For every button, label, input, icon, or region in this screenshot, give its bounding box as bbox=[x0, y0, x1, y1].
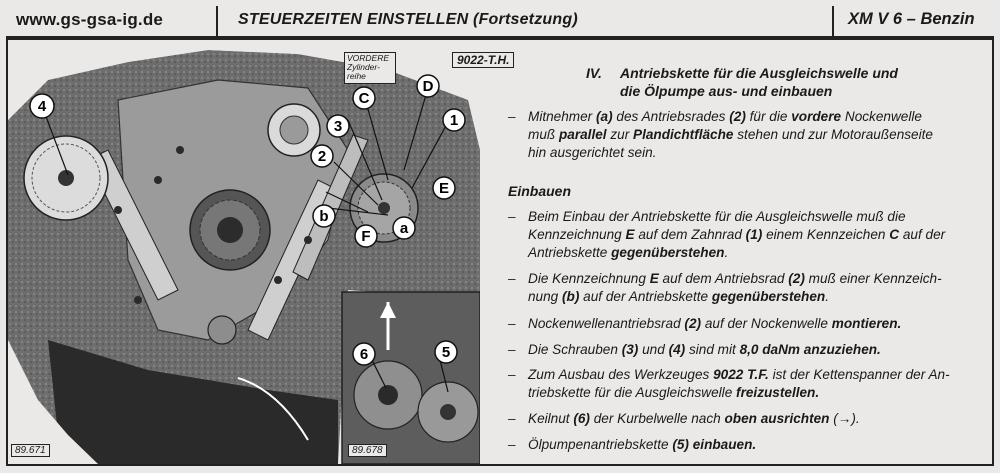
engine-illustration: 4 3 2 1 b F a C D E 6 bbox=[8, 40, 481, 465]
intro-line-3: hin ausgerichtet sein. bbox=[528, 145, 657, 160]
callout-b: b bbox=[319, 208, 328, 225]
einbauen-heading: Einbauen bbox=[508, 183, 572, 199]
header-divider bbox=[832, 6, 834, 36]
figure-number-main: 89.671 bbox=[11, 444, 50, 457]
callout-E: E bbox=[439, 180, 449, 197]
page-title: STEUERZEITEN EINSTELLEN (Fortsetzung) bbox=[238, 11, 578, 28]
bullet-dash: – bbox=[508, 109, 516, 124]
callout-4: 4 bbox=[38, 98, 47, 115]
model-label: XM V 6 – Benzin bbox=[848, 10, 975, 28]
callout-D: D bbox=[423, 78, 434, 95]
cylinder-row-box: VORDERE Zylinder-reihe bbox=[344, 52, 396, 84]
callout-3: 3 bbox=[334, 118, 342, 135]
intro-line-2: muß parallel zur Plandichtfläche stehen … bbox=[528, 127, 933, 142]
page-header: www.gs-gsa-ig.de STEUERZEITEN EINSTELLEN… bbox=[6, 6, 994, 38]
site-url: www.gs-gsa-ig.de bbox=[16, 10, 164, 29]
callout-1: 1 bbox=[450, 112, 458, 129]
section-number: IV. bbox=[586, 65, 602, 81]
callout-6: 6 bbox=[360, 346, 368, 363]
figure-number-inset: 89.678 bbox=[348, 444, 387, 457]
section-title-line-1: Antriebskette für die Ausgleichswelle un… bbox=[620, 65, 898, 81]
header-divider bbox=[216, 6, 218, 36]
content-frame bbox=[6, 38, 994, 466]
callout-a: a bbox=[400, 220, 409, 237]
callout-C: C bbox=[359, 90, 370, 107]
intro-line-1: Mitnehmer (a) des Antriebsrades (2) für … bbox=[528, 109, 922, 124]
callout-2: 2 bbox=[318, 148, 326, 165]
engine-figure: 4 3 2 1 b F a C D E 6 bbox=[8, 40, 481, 465]
tool-label: 9022-T.H. bbox=[452, 52, 515, 68]
section-title-line-2: die Ölpumpe aus- und einbauen bbox=[620, 83, 833, 99]
callout-5: 5 bbox=[442, 344, 450, 361]
callout-F: F bbox=[361, 228, 370, 245]
